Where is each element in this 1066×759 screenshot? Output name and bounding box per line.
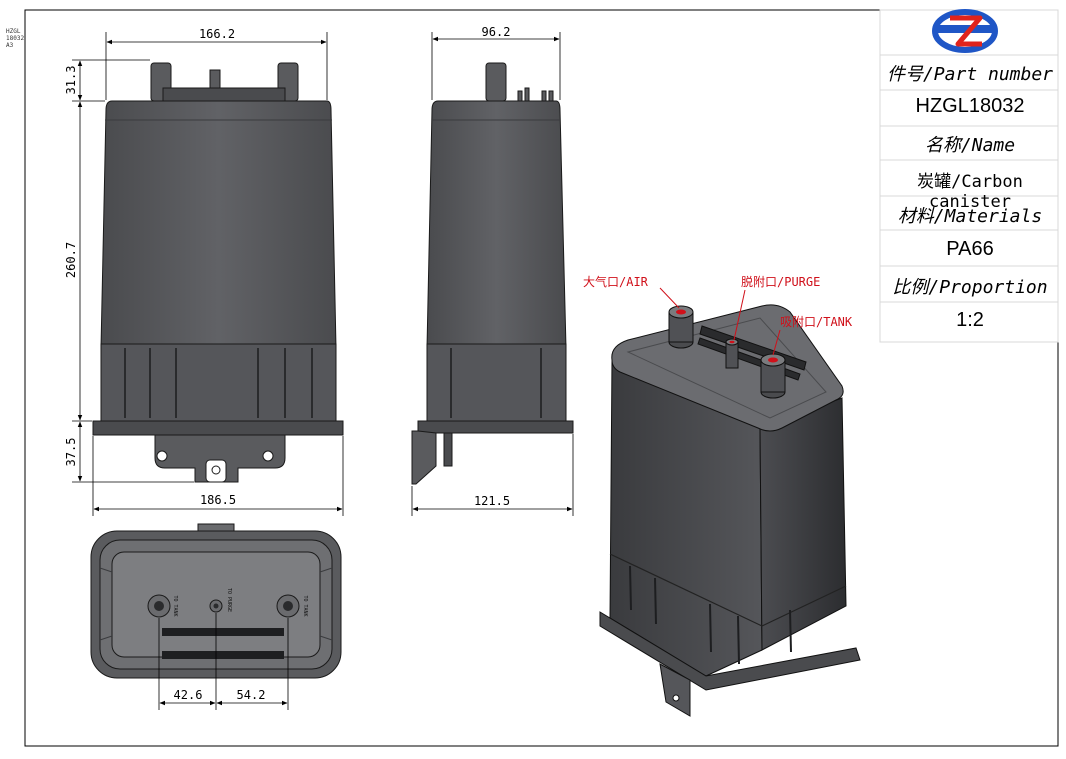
callout-purge: 脱附口/PURGE — [741, 274, 820, 289]
side-view — [411, 62, 574, 485]
title-row-part-number-label: 件号/Part number — [886, 64, 1054, 85]
title-row-name-value: 炭罐/Carbon canister — [917, 172, 1023, 212]
title-row-name-label: 名称/Name — [924, 135, 1016, 156]
dim-front-width-top: 166.2 — [199, 27, 235, 41]
sheet-border — [24, 9, 1059, 747]
isometric-view — [599, 304, 861, 717]
dim-bottom-spacing-left: 42.6 — [174, 688, 203, 702]
bottom-label-center: TO PURGE — [226, 588, 232, 612]
front-dimensions — [72, 32, 344, 516]
dim-front-port-height: 31.3 — [64, 66, 78, 95]
svg-text:HZ: HZ — [964, 59, 966, 61]
callout-leaders — [659, 287, 781, 356]
bottom-dimensions — [158, 613, 289, 710]
title-row-part-number-value: HZGL18032 — [915, 95, 1025, 117]
callout-air: 大气口/AIR — [583, 274, 649, 289]
callout-tank: 吸附口/TANK — [780, 315, 853, 329]
dim-bottom-spacing-right: 54.2 — [237, 688, 266, 702]
dim-front-width-bottom: 186.5 — [200, 493, 236, 507]
title-row-materials-value: PA66 — [946, 238, 994, 260]
dim-front-body-height: 260.7 — [64, 242, 78, 278]
bottom-view — [90, 523, 342, 679]
title-row-proportion-label: 比例/Proportion — [892, 277, 1048, 298]
bottom-label-right: TO TANK — [302, 595, 308, 616]
title-block-grid — [879, 9, 1059, 343]
dim-side-width-top: 96.2 — [482, 25, 511, 39]
title-row-materials-label: 材料/Materials — [897, 206, 1043, 227]
company-logo: HZ — [932, 9, 998, 61]
front-view — [92, 62, 344, 483]
side-dimensions — [411, 32, 574, 516]
dim-front-bracket-height: 37.5 — [64, 438, 78, 467]
title-row-proportion-value: 1:2 — [956, 309, 984, 331]
bottom-label-left: TO TANK — [172, 595, 178, 616]
dim-side-width-bottom: 121.5 — [474, 494, 510, 508]
corner-stamp: HZGL 18032 A3 — [6, 28, 25, 49]
